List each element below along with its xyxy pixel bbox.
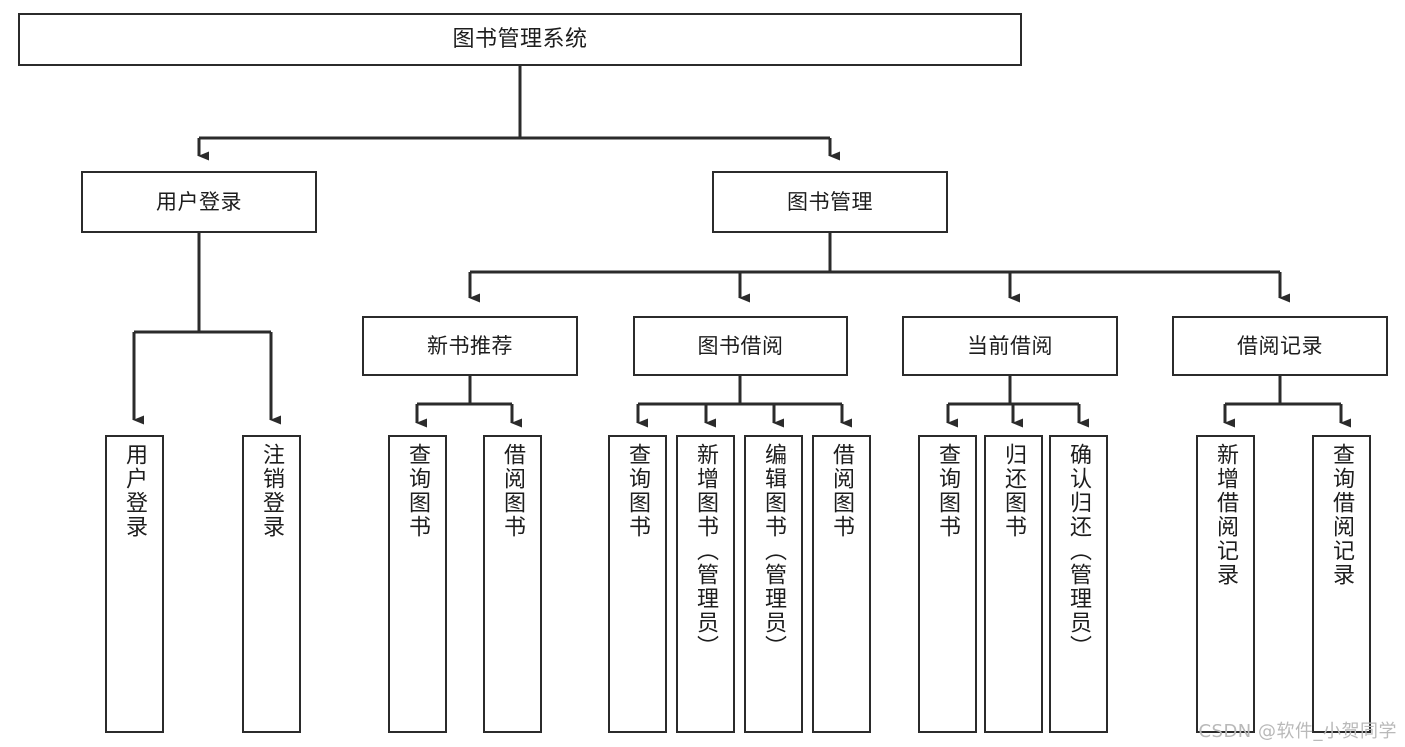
leaf-logout-login[interactable]: 注销登录 bbox=[242, 435, 301, 733]
leaf-borrow-book-recommend[interactable]: 借阅图书 bbox=[483, 435, 542, 733]
node-label: 新增图书（管理员） bbox=[693, 443, 719, 659]
watermark: CSDN @软件_小贺同学 bbox=[1198, 721, 1397, 742]
leaf-edit-book-admin[interactable]: 编辑图书（管理员） bbox=[744, 435, 803, 733]
node-borrow-record[interactable]: 借阅记录 bbox=[1172, 316, 1388, 376]
node-label: 查询图书 bbox=[405, 443, 431, 539]
node-label: 查询图书 bbox=[625, 443, 651, 539]
leaf-borrow-book[interactable]: 借阅图书 bbox=[812, 435, 871, 733]
node-label: 确认归还（管理员） bbox=[1066, 443, 1092, 659]
node-label: 图书管理 bbox=[787, 189, 873, 214]
node-label: 用户登录 bbox=[156, 189, 242, 214]
node-label: 新书推荐 bbox=[427, 333, 513, 358]
node-label: 查询借阅记录 bbox=[1329, 443, 1355, 587]
node-label: 借阅图书 bbox=[829, 443, 855, 539]
leaf-add-borrow-record[interactable]: 新增借阅记录 bbox=[1196, 435, 1255, 733]
node-label: 编辑图书（管理员） bbox=[761, 443, 787, 659]
leaf-query-book-borrow[interactable]: 查询图书 bbox=[608, 435, 667, 733]
leaf-query-borrow-record[interactable]: 查询借阅记录 bbox=[1312, 435, 1371, 733]
node-label: 当前借阅 bbox=[967, 333, 1053, 358]
node-new-book-recommend[interactable]: 新书推荐 bbox=[362, 316, 578, 376]
node-label: 注销登录 bbox=[259, 443, 285, 539]
node-label: 借阅图书 bbox=[500, 443, 526, 539]
node-root-system[interactable]: 图书管理系统 bbox=[18, 13, 1022, 66]
node-label: 图书借阅 bbox=[697, 333, 784, 358]
node-book-borrow[interactable]: 图书借阅 bbox=[633, 316, 848, 376]
node-label: 归还图书 bbox=[1001, 443, 1027, 539]
node-current-borrow[interactable]: 当前借阅 bbox=[902, 316, 1118, 376]
node-label: 用户登录 bbox=[122, 443, 148, 539]
leaf-query-book-recommend[interactable]: 查询图书 bbox=[388, 435, 447, 733]
leaf-add-book-admin[interactable]: 新增图书（管理员） bbox=[676, 435, 735, 733]
node-label: 新增借阅记录 bbox=[1213, 443, 1239, 587]
node-label: 借阅记录 bbox=[1237, 333, 1323, 358]
leaf-query-book-current[interactable]: 查询图书 bbox=[918, 435, 977, 733]
node-user-login[interactable]: 用户登录 bbox=[81, 171, 317, 233]
leaf-user-login[interactable]: 用户登录 bbox=[105, 435, 164, 733]
leaf-confirm-return-admin[interactable]: 确认归还（管理员） bbox=[1049, 435, 1108, 733]
node-book-management[interactable]: 图书管理 bbox=[712, 171, 948, 233]
node-label: 图书管理系统 bbox=[452, 26, 588, 52]
leaf-return-book[interactable]: 归还图书 bbox=[984, 435, 1043, 733]
node-label: 查询图书 bbox=[935, 443, 961, 539]
